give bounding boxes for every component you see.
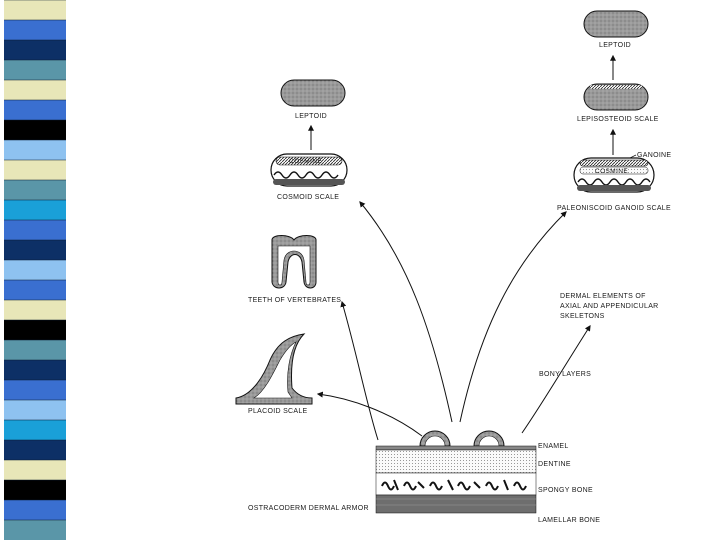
stripe-block <box>4 160 66 181</box>
stripe-block <box>4 480 66 501</box>
arrow-to-dermal-elements <box>521 324 591 434</box>
dermal-elements-line1: DERMAL ELEMENTS OF <box>560 293 646 300</box>
cosmine-left-label: COSMINE <box>289 158 322 165</box>
stripe-block <box>4 300 66 321</box>
stripe-block <box>4 220 66 241</box>
dermal-elements-line3: SKELETONS <box>560 313 605 320</box>
stripe-block <box>4 140 66 161</box>
stripe-block <box>4 400 66 421</box>
paleoniscoid-label: PALEONISCOID GANOID SCALE <box>557 205 671 212</box>
stripe-block <box>4 60 66 81</box>
enamel-label: ENAMEL <box>538 443 569 450</box>
cosmoid-scale-label: COSMOID SCALE <box>277 194 339 201</box>
placoid-label: PLACOID SCALE <box>248 408 308 415</box>
stripe-block <box>4 380 66 401</box>
ostracoderm-label: OSTRACODERM DERMAL ARMOR <box>248 505 369 512</box>
stripe-block <box>4 520 66 540</box>
leptoid-left-label: LEPTOID <box>295 113 327 120</box>
stripe-block <box>4 200 66 221</box>
arrow-to-placoid <box>316 391 423 437</box>
stripe-block <box>4 440 66 461</box>
spongy-bone-label: SPONGY BONE <box>538 487 593 494</box>
leptoid-left-scale <box>280 79 346 107</box>
arrow-to-paleoniscoid <box>459 211 567 423</box>
decorative-stripe <box>4 0 66 540</box>
leptoid-right-label: LEPTOID <box>599 42 631 49</box>
arrow-to-teeth <box>340 300 379 441</box>
teeth-label: TEETH OF VERTEBRATES <box>248 297 341 304</box>
ganoine-label: GANOINE <box>637 152 671 159</box>
stripe-block <box>4 360 66 381</box>
lepisosteoid-label: LEPISOSTEOID SCALE <box>577 116 659 123</box>
stripe-block <box>4 40 66 61</box>
stripe-block <box>4 320 66 341</box>
stripe-block <box>4 420 66 441</box>
ostracoderm-armor-block <box>375 430 537 514</box>
cosmine-right-label: COSMINE <box>595 168 628 175</box>
dermal-elements-line2: AXIAL AND APPENDICULAR <box>560 303 659 310</box>
lepisosteoid-scale <box>583 83 649 111</box>
stripe-block <box>4 80 66 101</box>
bony-layers-label: BONY LAYERS <box>539 371 591 378</box>
stripe-block <box>4 460 66 481</box>
lamellar-bone-label: LAMELLAR BONE <box>538 517 600 524</box>
stripe-block <box>4 120 66 141</box>
stripe-block <box>4 500 66 521</box>
stripe-block <box>4 260 66 281</box>
stripe-block <box>4 100 66 121</box>
stripe-block <box>4 180 66 201</box>
paleoniscoid-scale <box>573 157 655 193</box>
dentine-label: DENTINE <box>538 461 571 468</box>
stripe-block <box>4 240 66 261</box>
cosmoid-scale <box>270 153 348 187</box>
leptoid-right-scale <box>583 10 649 38</box>
stripe-block <box>4 20 66 41</box>
stripe-block <box>4 280 66 301</box>
stripe-block <box>4 340 66 361</box>
tooth-shape <box>271 235 317 289</box>
placoid-scale <box>235 333 313 405</box>
arrow-to-cosmoid <box>359 201 453 423</box>
stripe-block <box>4 0 66 21</box>
